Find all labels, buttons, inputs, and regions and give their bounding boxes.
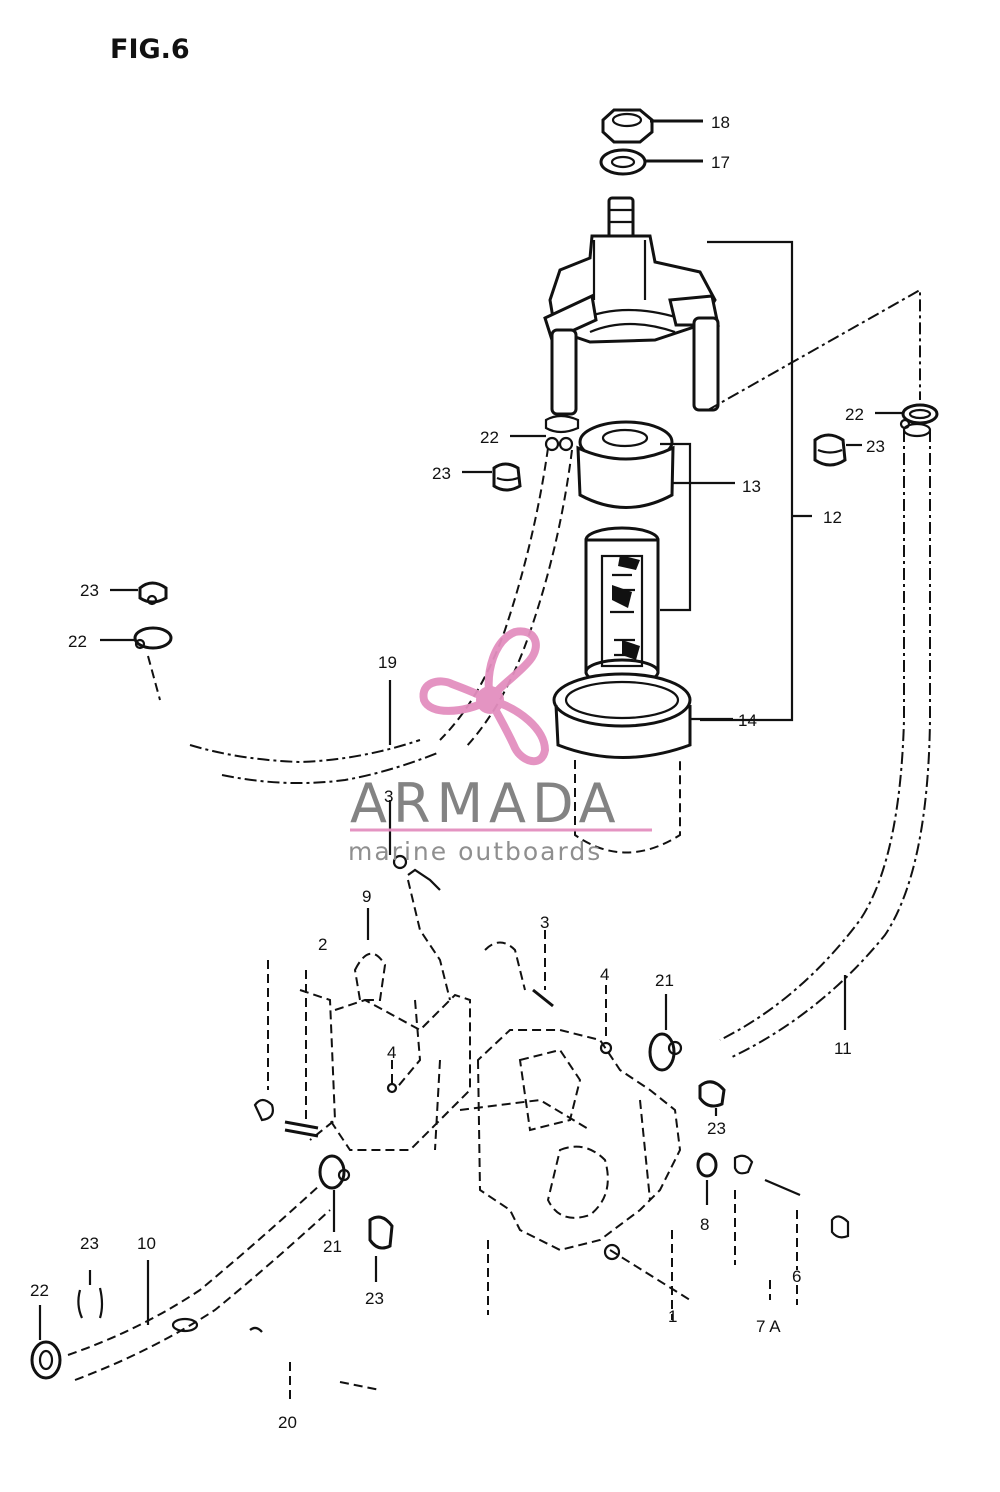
filter-cap-part-13 <box>576 420 735 612</box>
callout-3-lower: 3 <box>540 913 549 932</box>
figure-title: FIG.6 <box>110 34 190 65</box>
callout-bracket-12 <box>700 240 812 722</box>
clip-part-23-lower-left <box>77 1270 104 1319</box>
part-20-lead <box>249 1326 381 1400</box>
propeller-logo-icon <box>419 627 550 765</box>
clip-part-23-top-right <box>813 433 862 467</box>
callout-17: 17 <box>711 153 730 172</box>
clamp-part-21-upper <box>648 994 683 1072</box>
callout-23-lower-middle: 23 <box>365 1289 384 1308</box>
callout-1: 1 <box>668 1307 677 1326</box>
callout-23-left: 23 <box>80 581 99 600</box>
fuel-pump-assembly <box>253 800 850 1320</box>
callout-3-upper: 3 <box>384 787 393 806</box>
clamp-part-22-left <box>100 626 173 701</box>
clamp-part-22-top-right <box>875 403 939 430</box>
clamp-part-22-lower-left <box>30 1305 62 1380</box>
fuel-hose-part-11 <box>719 422 932 1059</box>
clip-part-23-left <box>110 581 168 606</box>
watermark-brand: ARMADA <box>350 772 622 835</box>
filter-bowl-part-14 <box>552 672 733 854</box>
watermark-tagline: marine outboards <box>348 837 602 866</box>
fuel-hose-part-10 <box>67 1184 331 1381</box>
clip-part-23-right-middle <box>698 1080 726 1116</box>
callout-11: 11 <box>834 1039 852 1058</box>
callout-2: 2 <box>318 935 327 954</box>
filter-element-mesh <box>584 526 660 686</box>
callout-23-lower-left: 23 <box>80 1234 99 1253</box>
clamp-part-21-lower <box>318 1154 351 1232</box>
callout-4-left: 4 <box>387 1043 396 1062</box>
callout-21-upper: 21 <box>655 971 674 990</box>
callout-12: 12 <box>823 508 842 527</box>
callout-4-right: 4 <box>600 965 609 984</box>
callout-10: 10 <box>137 1234 156 1253</box>
filter-head-part-12 <box>543 196 720 416</box>
callout-20: 20 <box>278 1413 297 1432</box>
callout-19: 19 <box>378 653 397 672</box>
callout-18: 18 <box>711 113 730 132</box>
callout-23-upper-left: 23 <box>432 464 451 483</box>
callout-9: 9 <box>362 887 371 906</box>
nut-part-18 <box>601 108 703 144</box>
callout-7a: 7 A <box>756 1317 781 1336</box>
callout-6: 6 <box>792 1267 801 1286</box>
callout-23-top-right: 23 <box>866 437 885 456</box>
washer-part-17 <box>599 148 703 176</box>
alignment-line-upper <box>707 288 921 411</box>
callout-8: 8 <box>700 1215 709 1234</box>
callout-22-top-right: 22 <box>845 405 864 424</box>
callout-22-left: 22 <box>68 632 87 651</box>
clip-part-23-upper-left <box>462 462 522 492</box>
callout-22-lower-left: 22 <box>30 1281 49 1300</box>
clip-part-23-lower-middle <box>368 1215 394 1282</box>
fuel-hose-part-19 <box>189 680 441 785</box>
callout-13: 13 <box>742 477 761 496</box>
callout-21-lower: 21 <box>323 1237 342 1256</box>
callout-22-upper-left: 22 <box>480 428 499 447</box>
callout-14: 14 <box>738 711 757 730</box>
callout-23-right-middle: 23 <box>707 1119 726 1138</box>
armada-watermark: ARMADA marine outboards <box>348 627 652 866</box>
